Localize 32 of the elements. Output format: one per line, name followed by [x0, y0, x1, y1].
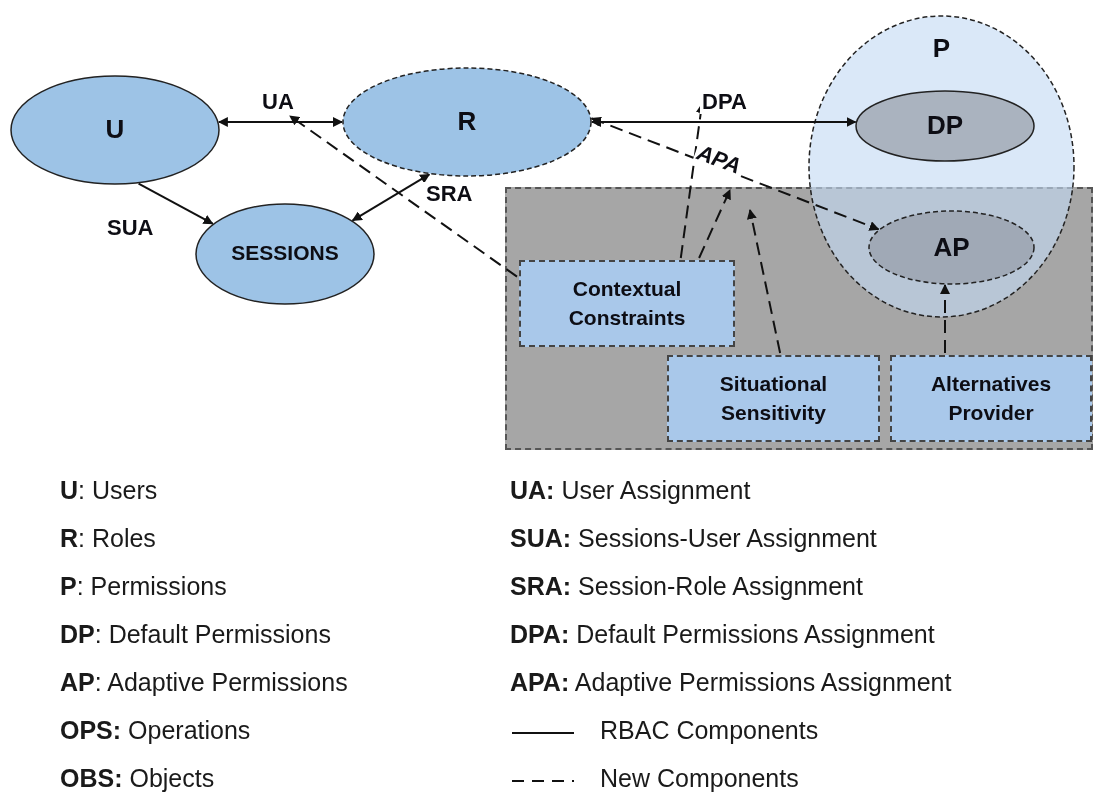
arrow [351, 173, 431, 222]
node-label: SESSIONS [231, 241, 339, 266]
definition-text: AP: Adaptive Permissions [60, 668, 348, 697]
dashed-arrow [698, 189, 731, 259]
process-box: Contextual Constraints [519, 260, 735, 347]
definition-text: SUA: Sessions-User Assignment [510, 524, 877, 553]
dashed-arrow [746, 209, 782, 354]
definition-text: U: Users [60, 476, 158, 505]
definition-text: R: Roles [60, 524, 156, 553]
definition-text: SRA: Session-Role Assignment [510, 572, 863, 601]
process-box: Alternatives Provider [890, 355, 1092, 442]
definition-text: OPS: Operations [60, 716, 251, 745]
dashed-arrow [940, 283, 950, 354]
node-label: AP [933, 231, 970, 263]
node-label: P [932, 33, 951, 64]
node-label: R [457, 106, 477, 138]
process-box: Situational Sensitivity [667, 355, 880, 442]
arrow [137, 182, 214, 225]
arrow [591, 117, 857, 127]
definition-text: UA: User Assignment [510, 476, 751, 505]
region-background [505, 187, 1093, 450]
definition-text: DPA: Default Permissions Assignment [510, 620, 935, 649]
definition-text: OBS: Objects [60, 764, 215, 793]
definition-text: P: Permissions [60, 572, 227, 601]
legend-label: RBAC Components [600, 716, 819, 745]
node-label: U [105, 114, 125, 146]
definition-text: APA: Adaptive Permissions Assignment [510, 668, 952, 697]
dashed-arrow [590, 117, 880, 231]
node-label: DP [926, 110, 964, 142]
arrow [217, 117, 343, 127]
definition-text: DP: Default Permissions [60, 620, 331, 649]
legend-label: New Components [600, 764, 799, 793]
